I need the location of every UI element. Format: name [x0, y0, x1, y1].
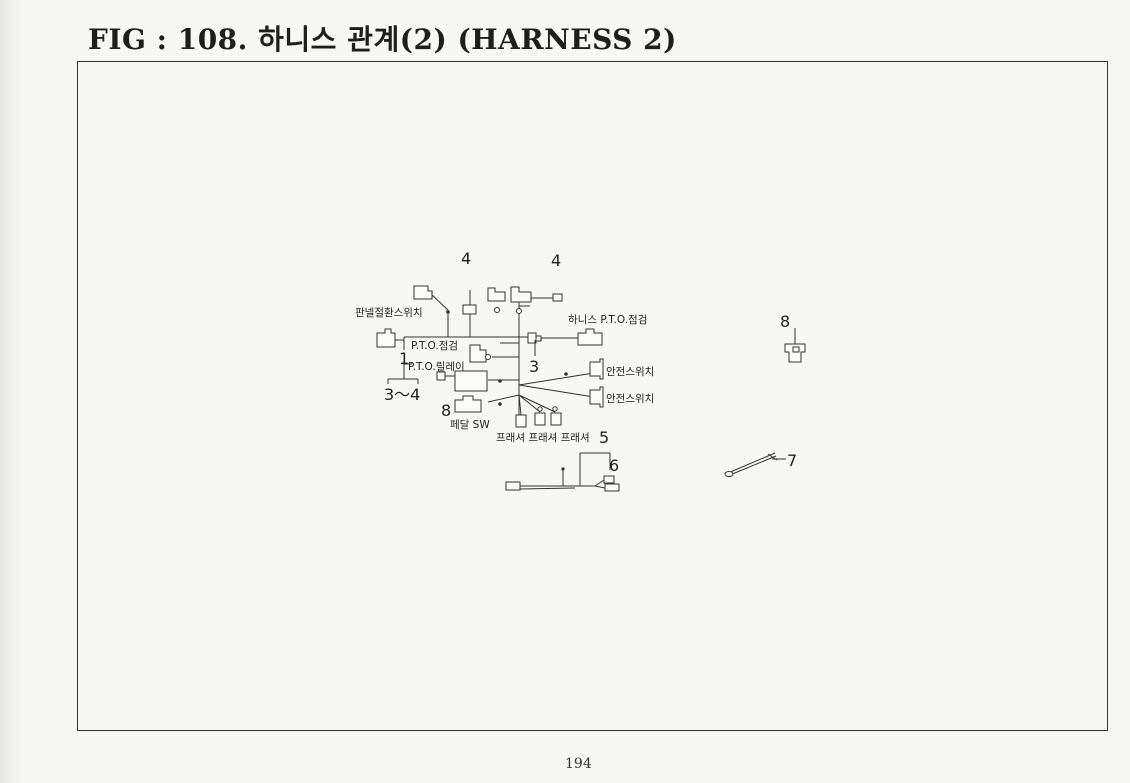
label-safety-switch-2: 안전스위치 [606, 392, 654, 405]
connector-pto-relay [436, 370, 502, 392]
connector-panel-switch [413, 285, 450, 314]
label-pto-relay: P.T.O.릴레이 [408, 360, 465, 373]
connector-pto-check [527, 328, 603, 346]
callout-7: 7 [787, 451, 797, 470]
page-number: 194 [565, 756, 592, 772]
callout-8-left: 8 [441, 401, 451, 420]
callout-leaders [387, 340, 536, 384]
callout-6: 6 [609, 456, 619, 475]
callout-4-left: 4 [461, 249, 471, 268]
callout-8-right: 8 [780, 312, 790, 331]
connector-safety-switch-2 [589, 386, 604, 408]
callout-3-to-4: 3～4 [384, 385, 420, 404]
sub-harness-5-6 [505, 452, 620, 492]
figure-title: FIG : 108. 하니스 관계(2) (HARNESS 2) [88, 23, 677, 56]
connector-pedal-sw [454, 395, 502, 413]
scan-edge [0, 0, 22, 783]
label-harness-pto-check: 하니스 P.T.O.점검 [568, 313, 647, 326]
callout-4-right: 4 [551, 251, 561, 270]
connector-pto-check-2 [469, 344, 491, 363]
connector-top-1 [462, 290, 477, 315]
part-7-clip [724, 452, 786, 477]
label-pto-check: P.T.O.점검 [411, 340, 458, 352]
connector-top-3 [510, 286, 563, 314]
callout-3: 3 [529, 357, 539, 376]
connector-pressure-sensors [515, 406, 562, 428]
callout-5: 5 [599, 428, 609, 447]
part-8-connector [784, 328, 806, 363]
diagram-frame [77, 61, 1108, 731]
connector-left-plug [376, 328, 404, 348]
label-panel-switch: 판넬절환스위치 [355, 306, 423, 319]
label-pedal-sw: 페달 SW [450, 419, 490, 431]
callout-1: 1 [399, 349, 409, 368]
label-pressure: 프래셔 프래셔 프래셔 [496, 432, 590, 444]
label-safety-switch-1: 안전스위치 [606, 365, 654, 378]
connector-safety-switch-1 [564, 358, 604, 380]
connector-top-2 [487, 287, 506, 313]
